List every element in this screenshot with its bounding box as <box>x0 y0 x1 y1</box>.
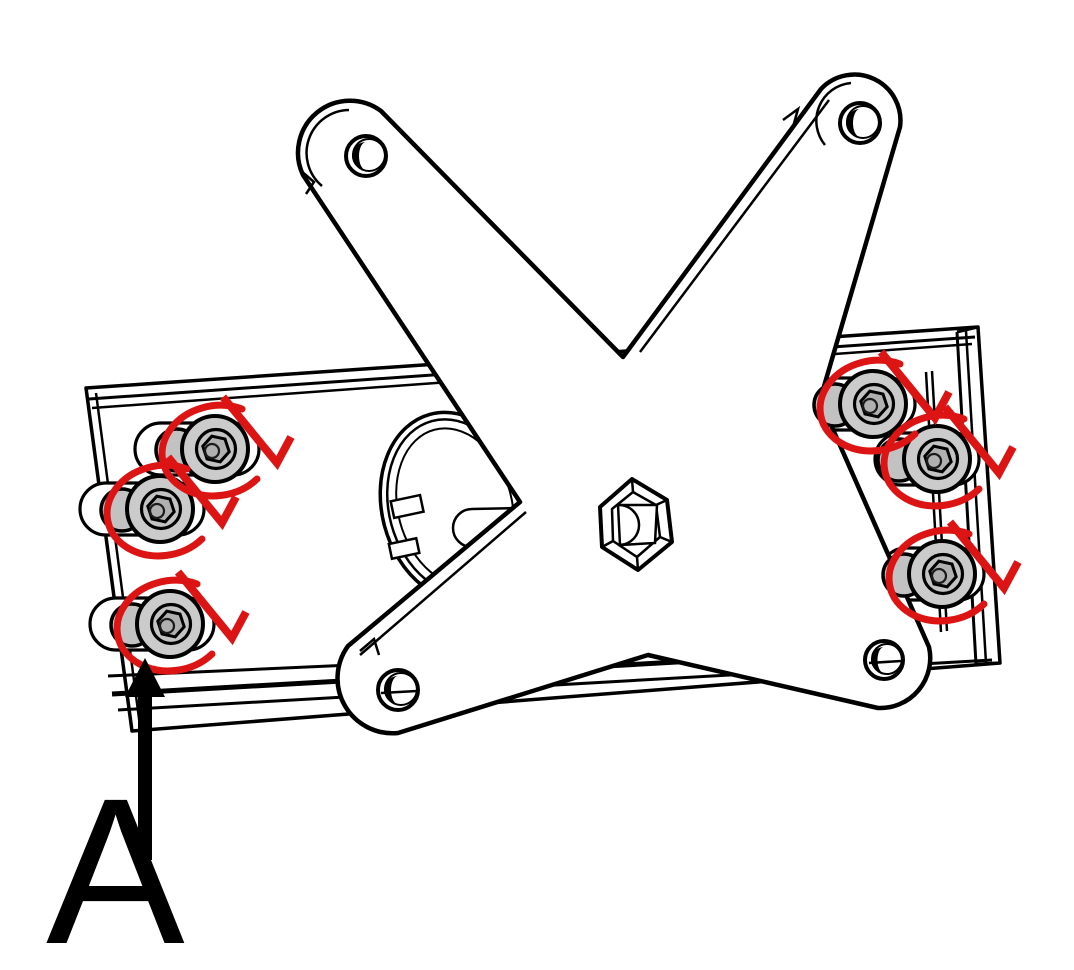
rotation-arc <box>880 411 983 510</box>
opening-notch-upper <box>389 493 426 520</box>
opening-notch-lower <box>387 536 421 561</box>
screw-left-middle <box>99 474 195 544</box>
rotation-arrow-icon-left-top <box>158 394 295 500</box>
callout-label: A <box>46 756 185 970</box>
bracket-detail-lines <box>299 81 852 656</box>
vesa-x-bracket <box>295 72 933 736</box>
rotation-arc <box>885 526 988 625</box>
rotation-arrow-icon-right-bottom <box>885 519 1022 625</box>
hex-nut-square-hole <box>616 503 659 547</box>
bracket-silhouette <box>295 72 933 736</box>
bracket-hole-bottom-left <box>376 668 420 712</box>
callout-arrow <box>125 658 165 860</box>
screws-layer <box>99 369 977 659</box>
screw-hex-socket <box>156 609 186 639</box>
hex-nut-bore-arc <box>617 503 641 547</box>
center-hex-nut <box>598 477 674 572</box>
rotation-arrowhead <box>219 394 295 471</box>
screw-hex-bore <box>930 567 948 585</box>
rotation-arc <box>103 461 206 560</box>
screw-right-middle <box>876 424 972 494</box>
screw-hex-bore <box>861 397 879 415</box>
rotation-arrowhead <box>174 569 250 646</box>
screw-right-top <box>812 369 908 439</box>
rotation-arrowhead <box>164 454 240 531</box>
screw-hex-bore <box>158 617 176 635</box>
rotation-arc <box>158 401 261 500</box>
rotation-arrowhead <box>946 519 1022 596</box>
rotation-arrow-icon-left-middle <box>103 454 240 560</box>
screw-hex-socket <box>146 494 176 524</box>
plate-left-edge-line <box>94 392 142 727</box>
rotation-arrow-icon-right-middle <box>880 404 1017 510</box>
bracket-hole-bottom-right <box>863 639 905 681</box>
bracket-hole-top-right <box>838 101 882 145</box>
screw-right-bottom <box>881 539 977 609</box>
rotation-arc <box>113 576 216 675</box>
rotation-arrowhead <box>941 404 1017 481</box>
rotation-arrows-layer <box>103 349 1022 675</box>
screw-hex-socket <box>928 559 958 589</box>
screw-hex-bore <box>203 442 221 460</box>
screw-hex-socket <box>859 389 889 419</box>
screw-hex-bore <box>148 502 166 520</box>
rotation-arrow-icon-left-bottom <box>113 569 250 675</box>
screw-hex-socket <box>923 444 953 474</box>
screw-hex-socket <box>201 434 231 464</box>
screw-hex-bore <box>925 452 943 470</box>
bracket-hole-top-left <box>344 134 388 178</box>
screw-left-bottom <box>109 589 205 659</box>
